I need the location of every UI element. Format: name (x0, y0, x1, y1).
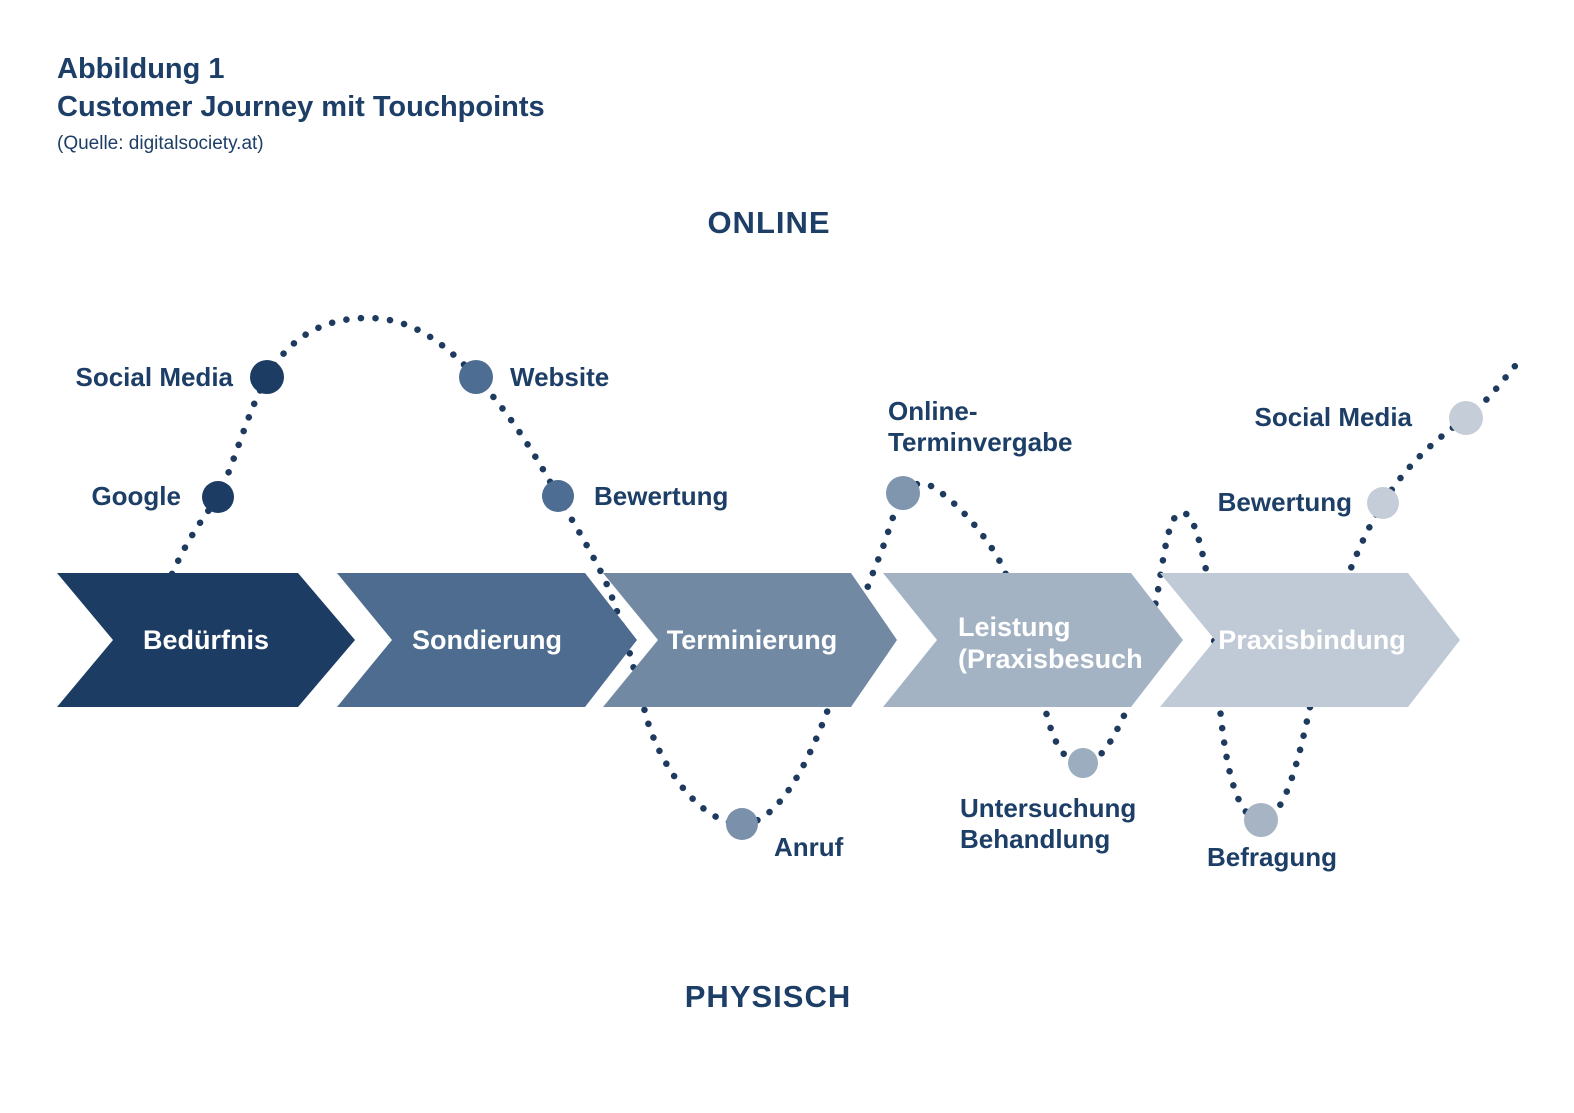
figure-title-block: Abbildung 1 Customer Journey mit Touchpo… (57, 50, 545, 126)
touchpoint-label-bewertung-right: Bewertung (1217, 487, 1352, 517)
figure-source: (Quelle: digitalsociety.at) (57, 133, 264, 154)
touchpoint-dot-anruf (726, 808, 758, 840)
touchpoint-dot-bewertung-right (1367, 487, 1399, 519)
stage-label-leistung: Leistung (Praxisbesuch (958, 611, 1143, 675)
stage-label-leistung-line1: Leistung (958, 612, 1071, 642)
touchpoint-label-social-media-left: Social Media (75, 362, 234, 392)
touchpoint-dot-bewertung-left (542, 480, 574, 512)
stage-label-praxisbindung: Praxisbindung (1218, 625, 1406, 655)
stage-arrow-1 (57, 573, 355, 707)
touchpoint-label-google: Google (91, 481, 181, 511)
stage-label-terminierung: Terminierung (666, 625, 838, 655)
touchpoint-label-social-media-right: Social Media (1254, 402, 1413, 432)
figure-number: Abbildung 1 (57, 53, 225, 85)
touchpoint-label-untersuchung-line1: Untersuchung (960, 793, 1137, 823)
stage-arrow-5 (1160, 573, 1460, 707)
touchpoint-dot-social-media-left (250, 360, 284, 394)
touchpoint-dot-befragung (1244, 803, 1278, 837)
touchpoint-label-website: Website (510, 362, 610, 392)
touchpoint-label-befragung: Befragung (1207, 842, 1337, 872)
touchpoint-label-online-terminvergabe: Online- Terminvergabe (888, 396, 1072, 458)
touchpoint-dot-untersuchung (1068, 748, 1098, 778)
zone-label-online: ONLINE (707, 205, 831, 240)
stage-arrow-3 (603, 573, 897, 707)
touchpoint-label-untersuchung-line2: Behandlung (960, 824, 1111, 854)
touchpoint-dot-website (459, 360, 493, 394)
touchpoint-dot-google (202, 481, 234, 513)
stage-label-sondierung: Sondierung (412, 625, 562, 655)
stage-arrow-2 (337, 573, 637, 707)
stage-label-beduerfnis: Bedürfnis (142, 625, 270, 655)
touchpoint-dot-online-terminvergabe (886, 476, 920, 510)
touchpoint-label-online-terminvergabe-line2: Terminvergabe (888, 427, 1073, 457)
figure-title: Customer Journey mit Touchpoints (57, 91, 545, 123)
touchpoint-label-untersuchung: Untersuchung Behandlung (960, 793, 1136, 855)
touchpoint-label-anruf: Anruf (774, 832, 844, 862)
journey-dotted-line (168, 314, 1519, 828)
touchpoint-dot-social-media-right (1449, 401, 1483, 435)
stage-label-leistung-line2: (Praxisbesuch (958, 644, 1143, 674)
touchpoint-label-online-terminvergabe-line1: Online- (888, 396, 978, 426)
stage-arrow-4 (883, 573, 1183, 707)
touchpoint-label-bewertung-left: Bewertung (594, 481, 729, 511)
zone-label-physisch: PHYSISCH (684, 979, 852, 1014)
